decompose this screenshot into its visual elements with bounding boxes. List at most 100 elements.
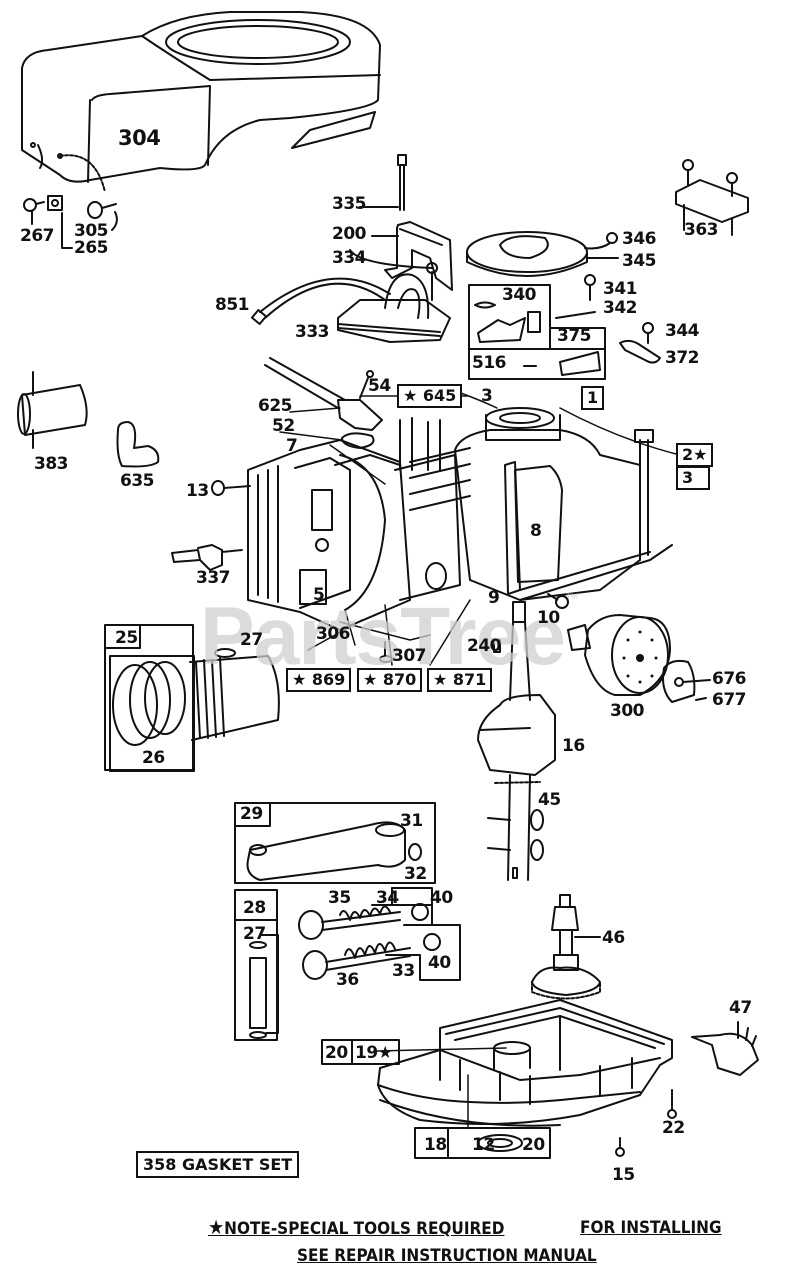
part-label-13[interactable]: 13 (186, 481, 209, 501)
part-label-375[interactable]: 375 (557, 326, 592, 346)
part-label-2[interactable]: 2★ (676, 443, 714, 467)
part-label-36[interactable]: 36 (336, 970, 359, 990)
part-label-383[interactable]: 383 (34, 454, 69, 474)
part-label-19[interactable]: 19★ (355, 1043, 393, 1063)
part-label-372[interactable]: 372 (665, 348, 700, 368)
gasket-set-label[interactable]: 358 GASKET SET (136, 1151, 300, 1178)
part-label-340[interactable]: 340 (502, 285, 537, 305)
part-label-27b[interactable]: 27 (243, 924, 266, 944)
part-label-27a[interactable]: 27 (240, 630, 263, 650)
part-label-851[interactable]: 851 (215, 295, 250, 315)
part-label-344[interactable]: 344 (665, 321, 700, 341)
part-label-10[interactable]: 10 (537, 608, 560, 628)
part-label-9[interactable]: 9 (488, 588, 500, 608)
part-label-346[interactable]: 346 (622, 229, 657, 249)
part-label-8[interactable]: 8 (530, 521, 542, 541)
part-label-16[interactable]: 16 (562, 736, 585, 756)
part-label-265[interactable]: 265 (74, 238, 109, 258)
note-for-installing: FOR INSTALLING (580, 1218, 722, 1238)
part-label-676[interactable]: 676 (712, 669, 747, 689)
part-label-26[interactable]: 26 (142, 748, 165, 768)
part-label-52[interactable]: 52 (272, 416, 295, 436)
part-label-307[interactable]: 307 (392, 646, 427, 666)
valves-35-36 (298, 887, 461, 981)
part-label-15[interactable]: 15 (612, 1165, 635, 1185)
part-label-32[interactable]: 32 (404, 864, 427, 884)
part-label-45[interactable]: 45 (538, 790, 561, 810)
spark-plug-337 (171, 544, 243, 571)
part-label-7[interactable]: 7 (286, 436, 298, 456)
part-label-40b[interactable]: 40 (428, 953, 451, 973)
part-label-18[interactable]: 18 (424, 1135, 447, 1155)
crankshaft-16 (477, 601, 556, 881)
note-see-manual: SEE REPAIR INSTRUCTION MANUAL (297, 1246, 597, 1266)
part-label-869[interactable]: ★ 869 (286, 668, 352, 692)
cover-345 (466, 231, 619, 277)
part-label-240[interactable]: 240 (467, 636, 502, 656)
cylinder-block (247, 407, 673, 631)
part-label-341[interactable]: 341 (603, 279, 638, 299)
tube-625 (264, 357, 383, 449)
part-label-40a[interactable]: 40 (430, 888, 453, 908)
part-label-342[interactable]: 342 (603, 298, 638, 318)
part-label-300[interactable]: 300 (610, 701, 645, 721)
part-label-305[interactable]: 305 (74, 221, 109, 241)
leader-lines (279, 391, 681, 666)
connecting-rod-29 (234, 802, 436, 884)
elbow-635 (116, 421, 160, 468)
part-label-25[interactable]: 25 (115, 628, 138, 648)
part-label-306[interactable]: 306 (316, 624, 351, 644)
part-label-20a[interactable]: 20 (325, 1043, 348, 1063)
part-label-33[interactable]: 33 (392, 961, 415, 981)
part-label-677[interactable]: 677 (712, 690, 747, 710)
ignition-armature-333 (250, 249, 451, 343)
screw-13 (211, 480, 251, 496)
hardware-267-265-305 (23, 195, 118, 249)
camshaft-46 (531, 894, 601, 1000)
part-label-335[interactable]: 335 (332, 194, 367, 214)
part-label-5[interactable]: 5 (313, 585, 325, 605)
part-label-54[interactable]: 54 (368, 376, 391, 396)
part-label-337[interactable]: 337 (196, 568, 231, 588)
part-label-28[interactable]: 28 (243, 898, 266, 918)
part-label-333[interactable]: 333 (295, 322, 330, 342)
part-label-20b[interactable]: 20 (522, 1135, 545, 1155)
screw-10 (547, 593, 569, 609)
muffler-383 (17, 371, 88, 449)
part-label-29[interactable]: 29 (240, 804, 263, 824)
part-label-267[interactable]: 267 (20, 226, 55, 246)
part-label-635[interactable]: 635 (120, 471, 155, 491)
screw-307 (379, 641, 393, 663)
part-label-12[interactable]: 12 (472, 1135, 495, 1155)
flywheel-300 (567, 614, 711, 703)
part-label-46[interactable]: 46 (602, 928, 625, 948)
sump-18 (321, 999, 677, 1159)
part-label-47[interactable]: 47 (729, 998, 752, 1018)
part-label-304[interactable]: 304 (118, 126, 161, 150)
part-label-645[interactable]: ★ 645 (397, 384, 463, 408)
clamp-372 (619, 322, 661, 364)
key-240 (493, 639, 501, 653)
part-label-3a[interactable]: 3 (481, 386, 493, 406)
part-label-516[interactable]: 516 (472, 353, 507, 373)
star-icon: ★ (208, 1215, 225, 1239)
part-label-31[interactable]: 31 (400, 811, 423, 831)
part-label-3b[interactable]: 3 (676, 466, 710, 490)
part-label-625[interactable]: 625 (258, 396, 293, 416)
piston-assembly-25 (104, 624, 280, 772)
part-label-871[interactable]: ★ 871 (427, 668, 493, 692)
kit-box-group (468, 274, 606, 380)
breather-cover-8 (504, 461, 563, 595)
bracket-200 (359, 154, 453, 291)
part-label-334[interactable]: 334 (332, 248, 367, 268)
part-label-870[interactable]: ★ 870 (357, 668, 423, 692)
part-label-363[interactable]: 363 (684, 220, 719, 240)
part-label-22[interactable]: 22 (662, 1118, 685, 1138)
part-label-345[interactable]: 345 (622, 251, 657, 271)
part-label-34[interactable]: 34 (376, 888, 399, 908)
part-label-200[interactable]: 200 (332, 224, 367, 244)
watermark: PartsTree™ (200, 590, 579, 682)
part-label-35[interactable]: 35 (328, 888, 351, 908)
part-label-1[interactable]: 1 (581, 386, 605, 410)
